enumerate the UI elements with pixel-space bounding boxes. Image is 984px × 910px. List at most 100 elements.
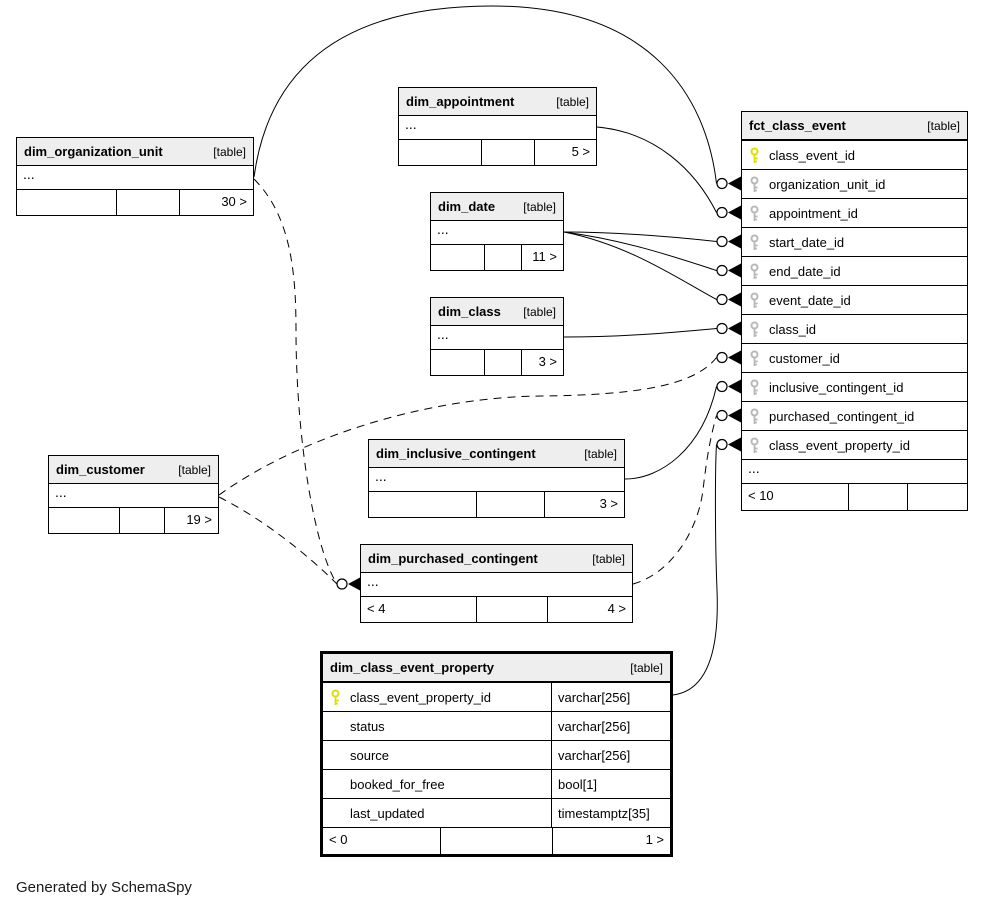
column-name: start_date_id — [769, 234, 845, 250]
columns-ellipsis: ... — [431, 326, 563, 350]
table-tag: [table] — [523, 199, 556, 214]
generated-by-caption: Generated by SchemaSpy — [16, 879, 192, 896]
footer-mid-cell — [118, 508, 165, 533]
table-dim-inclusive-contingent[interactable]: dim_inclusive_contingent [table] ... 3 > — [368, 439, 625, 518]
rel-customer-to-purchased — [218, 496, 338, 585]
table-name[interactable]: dim_date — [438, 199, 496, 214]
table-header: dim_organization_unit [table] — [17, 138, 253, 166]
table-footer: < 0 1 > — [323, 828, 670, 854]
footer-left-count — [49, 508, 119, 533]
crowfoot-connector-end-date-id — [716, 263, 741, 278]
crowfoot-connector-event-date-id — [716, 292, 741, 307]
column-row: event_date_id — [742, 286, 967, 315]
table-name[interactable]: dim_customer — [56, 462, 145, 477]
footer-mid-cell — [484, 350, 521, 375]
column-row: customer_id — [742, 344, 967, 373]
column-name: inclusive_contingent_id — [769, 379, 904, 395]
columns-ellipsis: ... — [369, 468, 624, 492]
table-tag: [table] — [927, 118, 960, 133]
table-dim-customer[interactable]: dim_customer [table] ... 19 > — [48, 455, 219, 534]
footer-left-count — [399, 140, 481, 165]
column-row: purchased_contingent_id — [742, 402, 967, 431]
table-header: fct_class_event [table] — [742, 112, 967, 141]
footer-right-count: 4 > — [546, 597, 632, 622]
table-name[interactable]: fct_class_event — [749, 118, 846, 133]
column-row: start_date_id — [742, 228, 967, 257]
columns-ellipsis: ... — [399, 116, 596, 140]
table-name[interactable]: dim_inclusive_contingent — [376, 446, 536, 461]
rel-date-to-event-date — [563, 231, 717, 300]
footer-right-count: 1 > — [551, 828, 670, 854]
footer-mid-cell — [480, 140, 534, 165]
table-name[interactable]: dim_class_event_property — [330, 660, 495, 675]
column-row: class_event_property_id — [742, 431, 967, 460]
column-type: bool[1] — [551, 770, 670, 798]
table-name[interactable]: dim_purchased_contingent — [368, 551, 538, 566]
table-fct-class-event[interactable]: fct_class_event [table] class_event_id o… — [741, 111, 968, 511]
column-name: booked_for_free — [350, 776, 445, 792]
table-tag: [table] — [178, 462, 211, 477]
foreign-key-icon — [749, 379, 760, 396]
table-footer: < 4 4 > — [361, 597, 632, 622]
crowfoot-connector-inclusive-contingent-id — [716, 379, 741, 394]
table-dim-class[interactable]: dim_class [table] ... 3 > — [430, 297, 564, 376]
table-footer: 30 > — [17, 190, 253, 215]
columns-ellipsis: ... — [49, 484, 218, 508]
foreign-key-icon — [749, 234, 760, 251]
column-row: class_event_id — [742, 141, 967, 170]
rel-date-to-end-date — [563, 231, 717, 271]
table-name[interactable]: dim_organization_unit — [24, 144, 163, 159]
footer-right-count: 19 > — [164, 508, 218, 533]
table-footer: 3 > — [431, 350, 563, 375]
table-footer: 19 > — [49, 508, 218, 533]
column-row: organization_unit_id — [742, 170, 967, 199]
column-row: appointment_id — [742, 199, 967, 228]
table-dim-purchased-contingent[interactable]: dim_purchased_contingent [table] ... < 4… — [360, 544, 633, 623]
columns-ellipsis: ... — [431, 221, 563, 245]
column-name: appointment_id — [769, 205, 858, 221]
table-header: dim_customer [table] — [49, 456, 218, 484]
rel-organization-unit-to-purchased — [253, 178, 338, 585]
table-dim-organization-unit[interactable]: dim_organization_unit [table] ... 30 > — [16, 137, 254, 216]
column-type: varchar[256] — [551, 712, 670, 740]
crowfoot-connector-class-event-property-id — [716, 437, 741, 452]
crowfoot-connector-class-id — [716, 321, 741, 336]
footer-left-count — [431, 350, 484, 375]
footer-left-count: < 0 — [329, 832, 348, 847]
footer-left-count — [17, 190, 116, 215]
column-name: event_date_id — [769, 292, 851, 308]
table-dim-appointment[interactable]: dim_appointment [table] ... 5 > — [398, 87, 597, 166]
crowfoot-connector-purchased-contingent-id — [716, 408, 741, 423]
column-name: source — [350, 747, 390, 763]
primary-key-icon — [330, 689, 341, 706]
footer-mid-cell — [484, 245, 521, 270]
column-name: end_date_id — [769, 263, 841, 279]
foreign-key-icon — [749, 321, 760, 338]
table-header: dim_inclusive_contingent [table] — [369, 440, 624, 468]
table-name[interactable]: dim_appointment — [406, 94, 515, 109]
column-name: status — [350, 718, 385, 734]
foreign-key-icon — [749, 205, 760, 222]
table-name[interactable]: dim_class — [438, 304, 501, 319]
table-tag: [table] — [523, 304, 556, 319]
rel-date-to-start-date — [563, 231, 717, 242]
column-row: status varchar[256] — [323, 712, 670, 741]
footer-right-count: 3 > — [520, 350, 563, 375]
footer-left-count: < 10 — [748, 488, 774, 503]
foreign-key-icon — [749, 408, 760, 425]
table-header: dim_date [table] — [431, 193, 563, 221]
table-footer: 5 > — [399, 140, 596, 165]
columns-ellipsis: ... — [361, 573, 632, 597]
table-header: dim_class [table] — [431, 298, 563, 326]
table-dim-class-event-property[interactable]: dim_class_event_property [table] class_e… — [320, 651, 673, 857]
table-dim-date[interactable]: dim_date [table] ... 11 > — [430, 192, 564, 271]
rel-class-event-property-to-fct — [672, 444, 718, 696]
footer-right-count — [907, 484, 967, 510]
foreign-key-icon — [749, 176, 760, 193]
column-name: last_updated — [350, 805, 425, 821]
column-row: source varchar[256] — [323, 741, 670, 770]
footer-mid-cell — [476, 492, 543, 517]
table-footer: 3 > — [369, 492, 624, 517]
column-name: purchased_contingent_id — [769, 408, 915, 424]
